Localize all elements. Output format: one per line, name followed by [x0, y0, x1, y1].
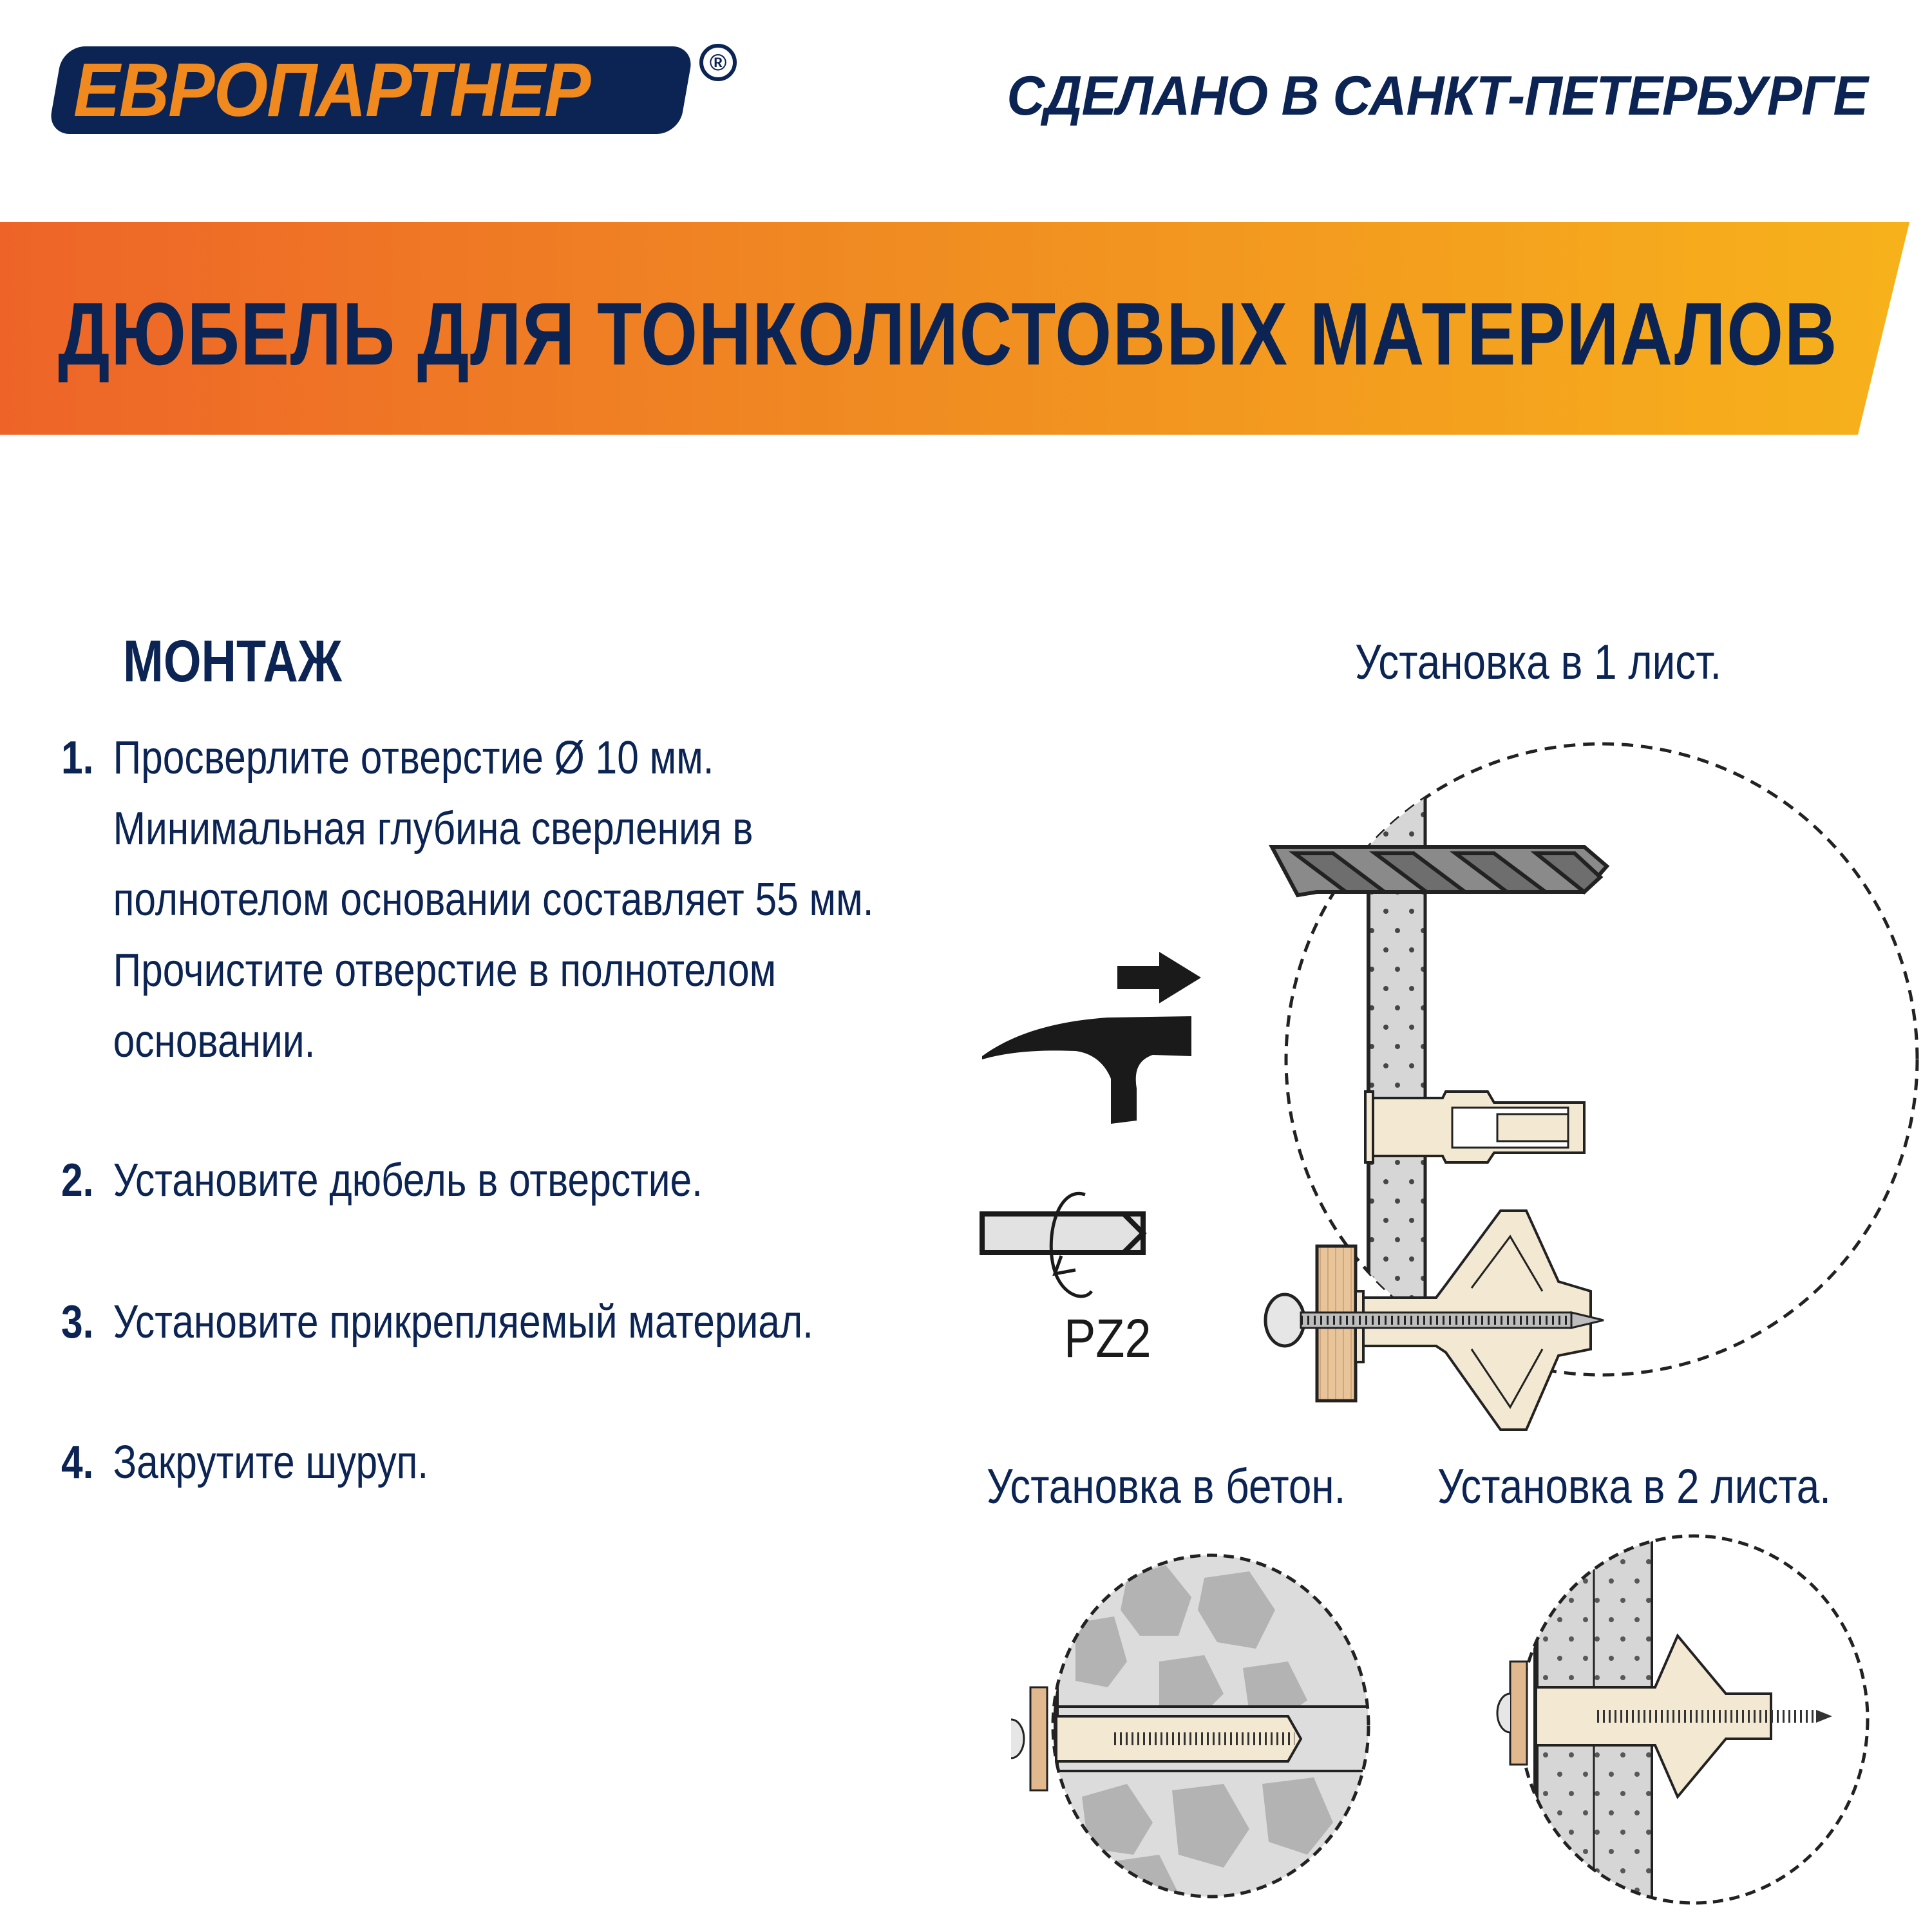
screwdriver-bit-icon	[980, 1191, 1147, 1298]
title-banner	[0, 222, 1909, 435]
page-title: ДЮБЕЛЬ ДЛЯ ТОНКОЛИСТОВЫХ МАТЕРИАЛОВ	[58, 285, 1839, 384]
instructions-heading: МОНТАЖ	[123, 629, 343, 694]
registered-mark: ®	[699, 44, 737, 81]
step-2: 2. Установите дюбель в отверстие.	[61, 1145, 703, 1216]
step-text: основании.	[113, 1016, 316, 1067]
screw-icon	[1264, 1293, 1604, 1348]
dowel-in-two-sheets-icon	[1496, 1633, 1832, 1799]
drill-bit-icon	[1269, 845, 1610, 898]
step-number: 4.	[61, 1437, 94, 1488]
label-concrete: Установка в бетон.	[987, 1459, 1346, 1514]
step-number: 1.	[61, 732, 94, 784]
label-one-sheet: Установка в 1 лист.	[1355, 635, 1722, 690]
detail-circle	[1284, 742, 1919, 1377]
figure-one-sheet	[1264, 742, 1919, 1431]
figure-concrete	[1010, 1553, 1370, 1899]
brand-logo: ЕВРОПАРТНЕР ®	[48, 44, 738, 137]
step-number: 2.	[61, 1155, 94, 1206]
step-text: Просверлите отверстие Ø 10 мм.	[113, 732, 714, 784]
dowel-icon	[1364, 1090, 1586, 1164]
step-3: 3. Установите прикрепляемый материал.	[61, 1287, 813, 1358]
brand-name: ЕВРОПАРТНЕР	[73, 48, 591, 133]
direction-arrow-icon	[1117, 952, 1201, 1003]
step-text: Установите дюбель в отверстие.	[113, 1155, 703, 1206]
label-two-sheets: Установка в 2 листа.	[1437, 1459, 1831, 1514]
step-number: 3.	[61, 1296, 94, 1348]
screwdriver-bit-label: PZ2	[1064, 1308, 1151, 1368]
hammer-icon	[982, 1016, 1191, 1124]
step-text: полнотелом основании составляет 55 мм.	[113, 874, 874, 925]
tool-icons	[980, 952, 1201, 1298]
dowel-in-concrete-icon	[1010, 1686, 1303, 1792]
step-text: Установите прикрепляемый материал.	[113, 1296, 813, 1348]
step-text: Прочистите отверстие в полнотелом	[113, 945, 777, 996]
step-text: Закрутите шуруп.	[113, 1437, 429, 1488]
step-text: Минимальная глубина сверления в	[113, 803, 753, 855]
made-in-tagline: СДЕЛАНО В САНКТ-ПЕТЕРБУРГЕ	[1007, 65, 1868, 127]
figure-two-sheets	[1496, 1534, 1870, 1905]
step-4: 4. Закрутите шуруп.	[61, 1427, 428, 1498]
step-1: 1. Просверлите отверстие Ø 10 мм. Минимал…	[61, 723, 874, 1077]
